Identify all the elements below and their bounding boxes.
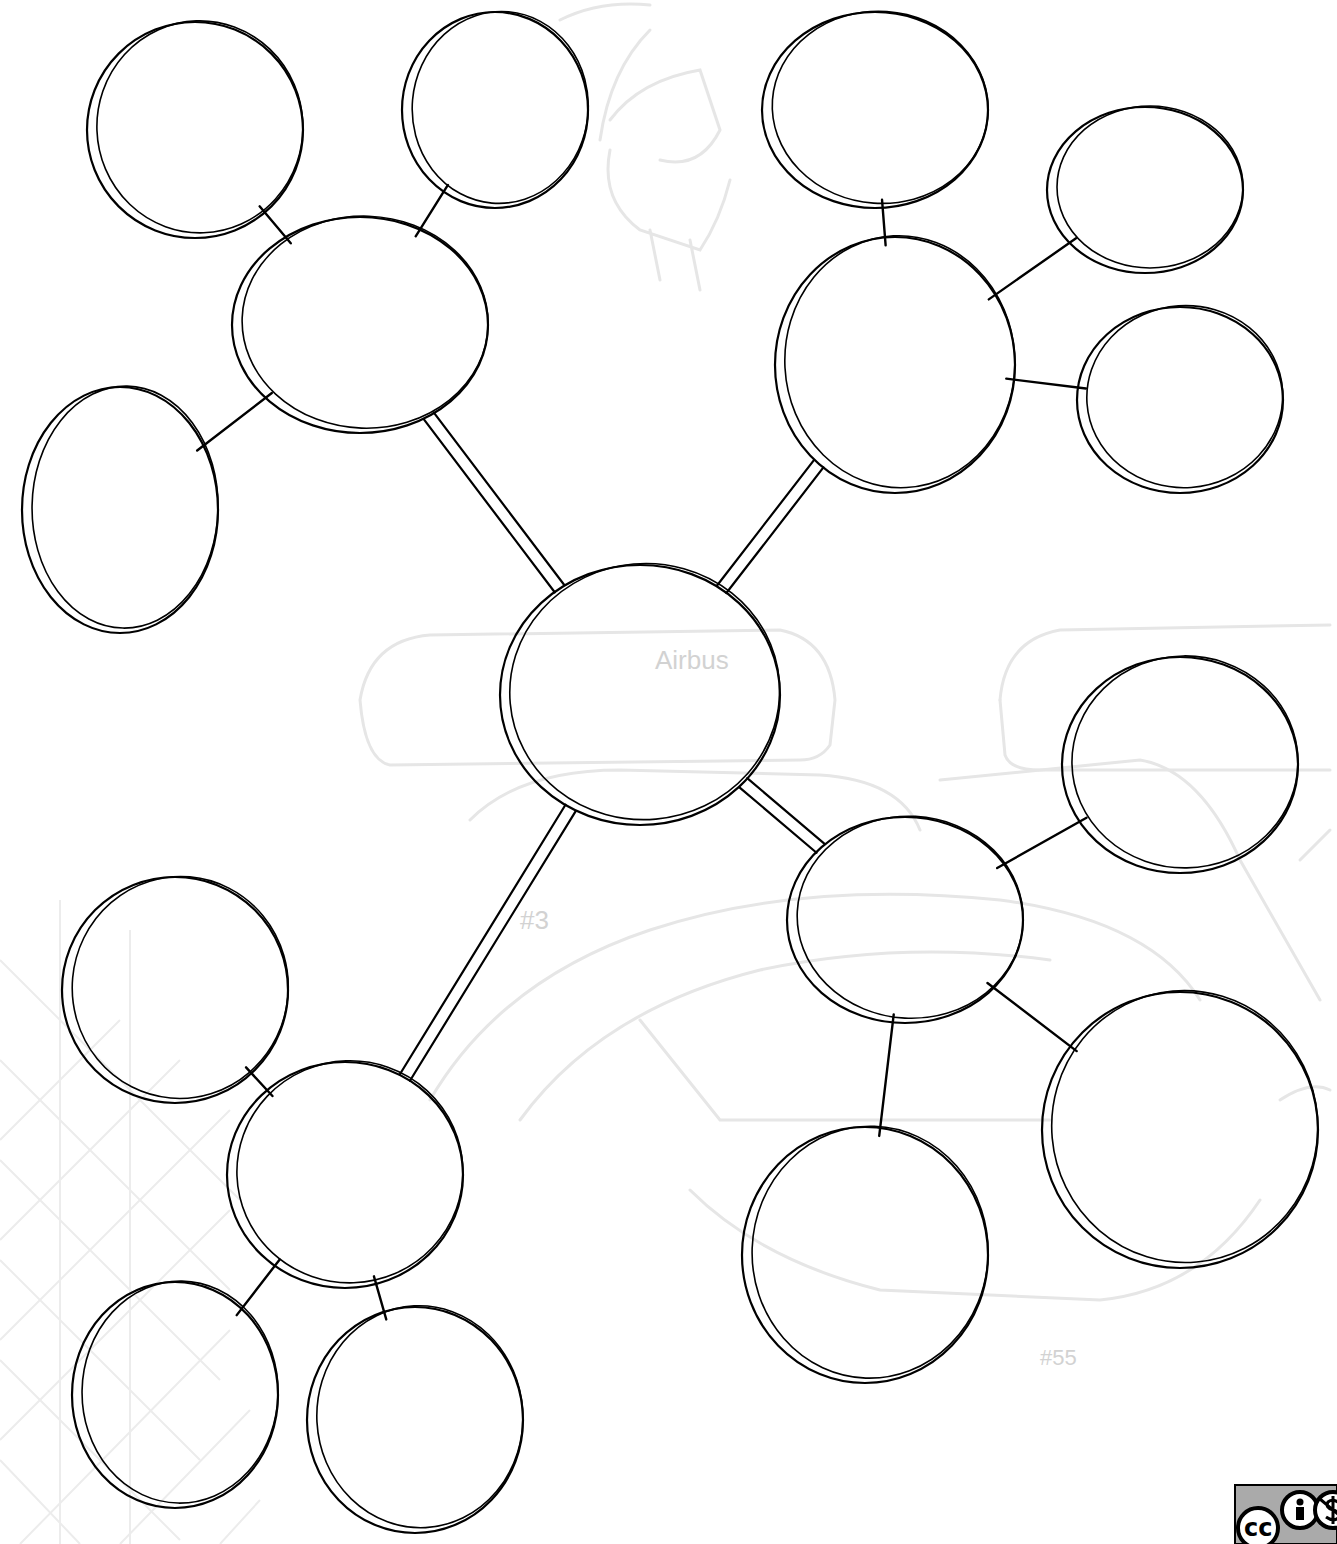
license-text: cc <box>1244 1514 1272 1542</box>
circle-outline <box>20 385 220 635</box>
leaf-circle <box>85 20 305 240</box>
circle-outline <box>400 10 590 210</box>
faint-sketch <box>360 4 1330 1300</box>
leaf-circle <box>1075 305 1285 495</box>
connector <box>424 412 564 592</box>
leaf-circle <box>70 1280 280 1510</box>
watermark-number: #3 <box>520 905 549 936</box>
connector <box>400 805 576 1081</box>
circle-outline <box>305 1305 525 1535</box>
leaf-circle <box>1045 105 1245 275</box>
leaf-circle <box>400 10 590 210</box>
circle-outline <box>1040 990 1320 1270</box>
leaf-circle <box>740 1125 990 1385</box>
circle-outline <box>1075 305 1285 495</box>
circle-outline <box>785 815 1025 1025</box>
circle-outline <box>1060 655 1300 875</box>
connector <box>717 460 824 593</box>
watermark-text: Airbus <box>655 645 729 676</box>
branch-circle <box>230 215 490 435</box>
leaf-circle <box>60 875 290 1105</box>
leaf-circle <box>1040 990 1320 1270</box>
circle-outline <box>498 563 782 827</box>
branch-circle <box>773 235 1017 495</box>
connector <box>197 393 272 451</box>
leaf-circle <box>305 1305 525 1535</box>
circle-outline <box>225 1060 465 1290</box>
connector <box>989 238 1076 299</box>
leaf-circle <box>20 385 220 635</box>
connector <box>1006 379 1086 389</box>
connector <box>739 778 824 853</box>
central-circle <box>498 563 782 827</box>
circle-outline <box>773 235 1017 495</box>
watermark-number: #55 <box>1040 1345 1077 1371</box>
circle-outline <box>230 215 490 435</box>
circle-outline <box>760 10 990 210</box>
leaf-circle <box>760 10 990 210</box>
circle-outline <box>740 1125 990 1385</box>
leaf-circle <box>1060 655 1300 875</box>
nc-icon <box>1315 1492 1337 1528</box>
circle-outline <box>70 1280 280 1510</box>
circle-outline <box>60 875 290 1105</box>
connector <box>879 1015 893 1136</box>
circle-outline <box>1045 105 1245 275</box>
connector <box>997 818 1086 868</box>
connector <box>987 983 1076 1051</box>
license-badge <box>1235 1485 1337 1544</box>
branch-circle <box>225 1060 465 1290</box>
cc-icon <box>1238 1508 1278 1544</box>
circle-outline <box>85 20 305 240</box>
by-icon <box>1282 1492 1318 1528</box>
branch-circle <box>785 815 1025 1025</box>
